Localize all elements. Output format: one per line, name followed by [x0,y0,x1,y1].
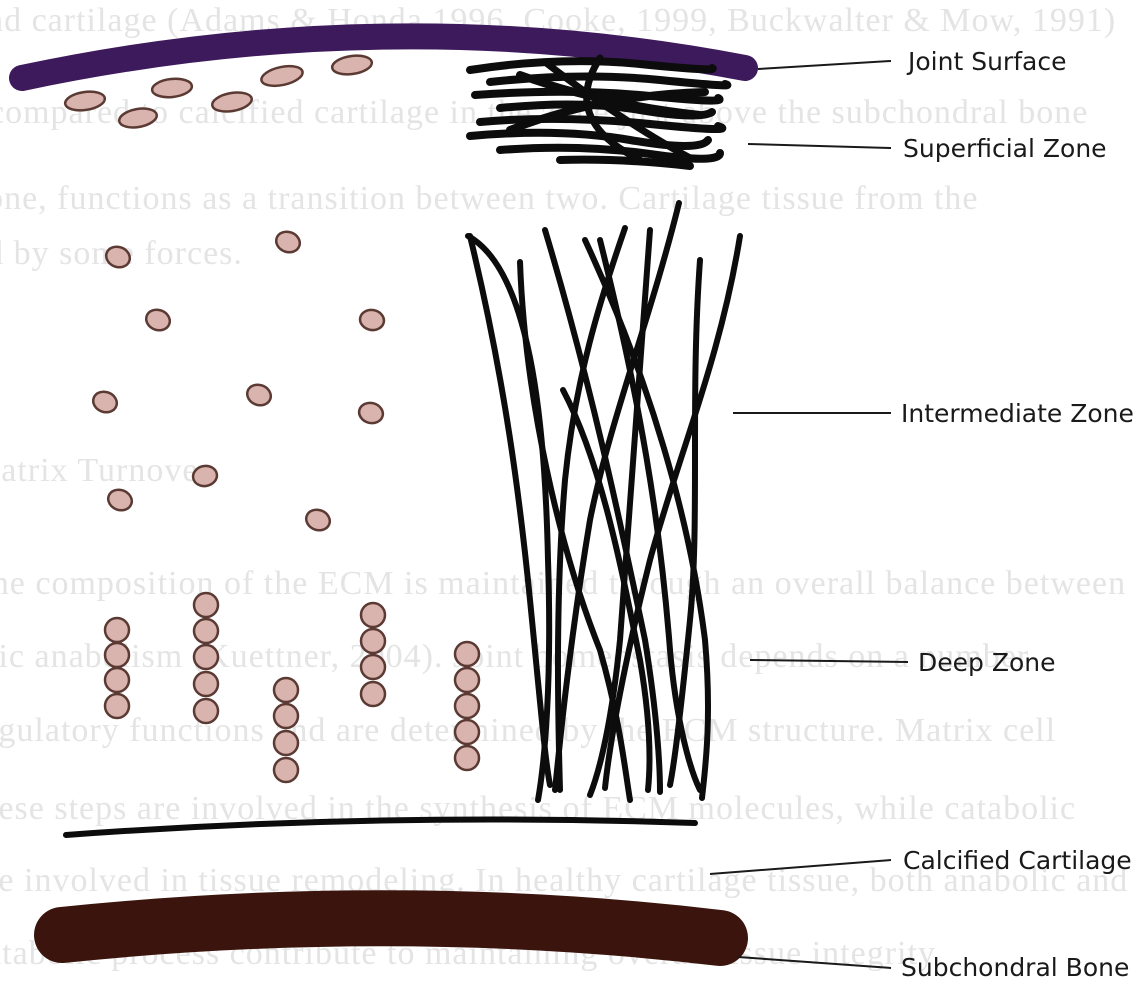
vertical-collagen-fibers [468,203,740,800]
chondrocyte-cell [211,90,254,115]
chondrocyte-cell [105,694,129,718]
chondrocyte-cell [105,618,129,642]
leader-line-superficial-zone [748,144,891,148]
collagen-fiber [468,236,549,800]
leader-line-calcified-cartilage [710,860,891,874]
joint-surface-band [22,36,745,78]
chondrocyte-cell [274,758,298,782]
chondrocyte-cell [143,306,172,333]
chondrocyte-cell [361,655,385,679]
chondrocyte-cell [358,308,385,332]
chondrocyte-cell [455,720,479,744]
chondrocyte-cell [105,486,134,513]
chondrocyte-cell [105,668,129,692]
chondrocyte-cell [194,699,218,723]
chondrocyte-cell [244,381,273,408]
chondrocyte-column [455,642,479,770]
chondrocyte-cell [105,643,129,667]
label-leader-lines [710,61,908,968]
superficial-collagen-fibers [470,58,727,166]
chondrocyte-cell [151,77,193,99]
label-deep-zone: Deep Zone [918,648,1055,677]
chondrocyte-cell [64,89,106,112]
chondrocyte-column [194,593,218,723]
leader-line-deep-zone [750,660,908,662]
chondrocyte-cell [191,464,218,488]
chondrocyte-cell [455,746,479,770]
deep-zone-chondrocyte-columns [105,593,479,782]
chondrocyte-cell [361,603,385,627]
chondrocyte-cell [118,106,159,130]
subchondral-bone-band [62,918,720,938]
collagen-fiber [560,160,690,166]
chondrocyte-column [105,618,129,718]
chondrocyte-cell [90,388,119,415]
leader-line-joint-surface [758,61,891,69]
chondrocyte-column [361,603,385,706]
chondrocyte-column [274,678,298,782]
collagen-fiber [470,133,708,146]
chondrocyte-cell [274,704,298,728]
chondrocyte-cell [455,694,479,718]
chondrocyte-cell [194,593,218,617]
chondrocyte-cell [455,668,479,692]
chondrocyte-cell [273,228,302,255]
calcified-cartilage-line [66,819,695,835]
chondrocyte-cell [194,645,218,669]
label-joint-surface: Joint Surface [906,47,1066,76]
chondrocyte-cell [274,678,298,702]
chondrocyte-cell [361,629,385,653]
label-calcified-cartilage: Calcified Cartilage [903,846,1132,875]
label-subchondral-bone: Subchondral Bone [901,953,1129,981]
chondrocyte-cell [303,506,332,533]
chondrocyte-cell [455,642,479,666]
chondrocyte-cell [361,682,385,706]
chondrocyte-cell [357,400,385,426]
label-intermediate-zone: Intermediate Zone [901,399,1134,428]
collagen-fiber [470,236,550,785]
collagen-fiber [605,236,740,788]
chondrocyte-cell [103,243,132,270]
chondrocyte-cell [274,731,298,755]
leader-line-subchondral-bone [738,957,891,968]
chondrocyte-cell [260,63,305,89]
label-superficial-zone: Superficial Zone [903,134,1107,163]
intermediate-chondrocytes [90,228,385,533]
chondrocyte-cell [194,619,218,643]
chondrocyte-cell [331,53,373,76]
chondrocyte-cell [194,672,218,696]
